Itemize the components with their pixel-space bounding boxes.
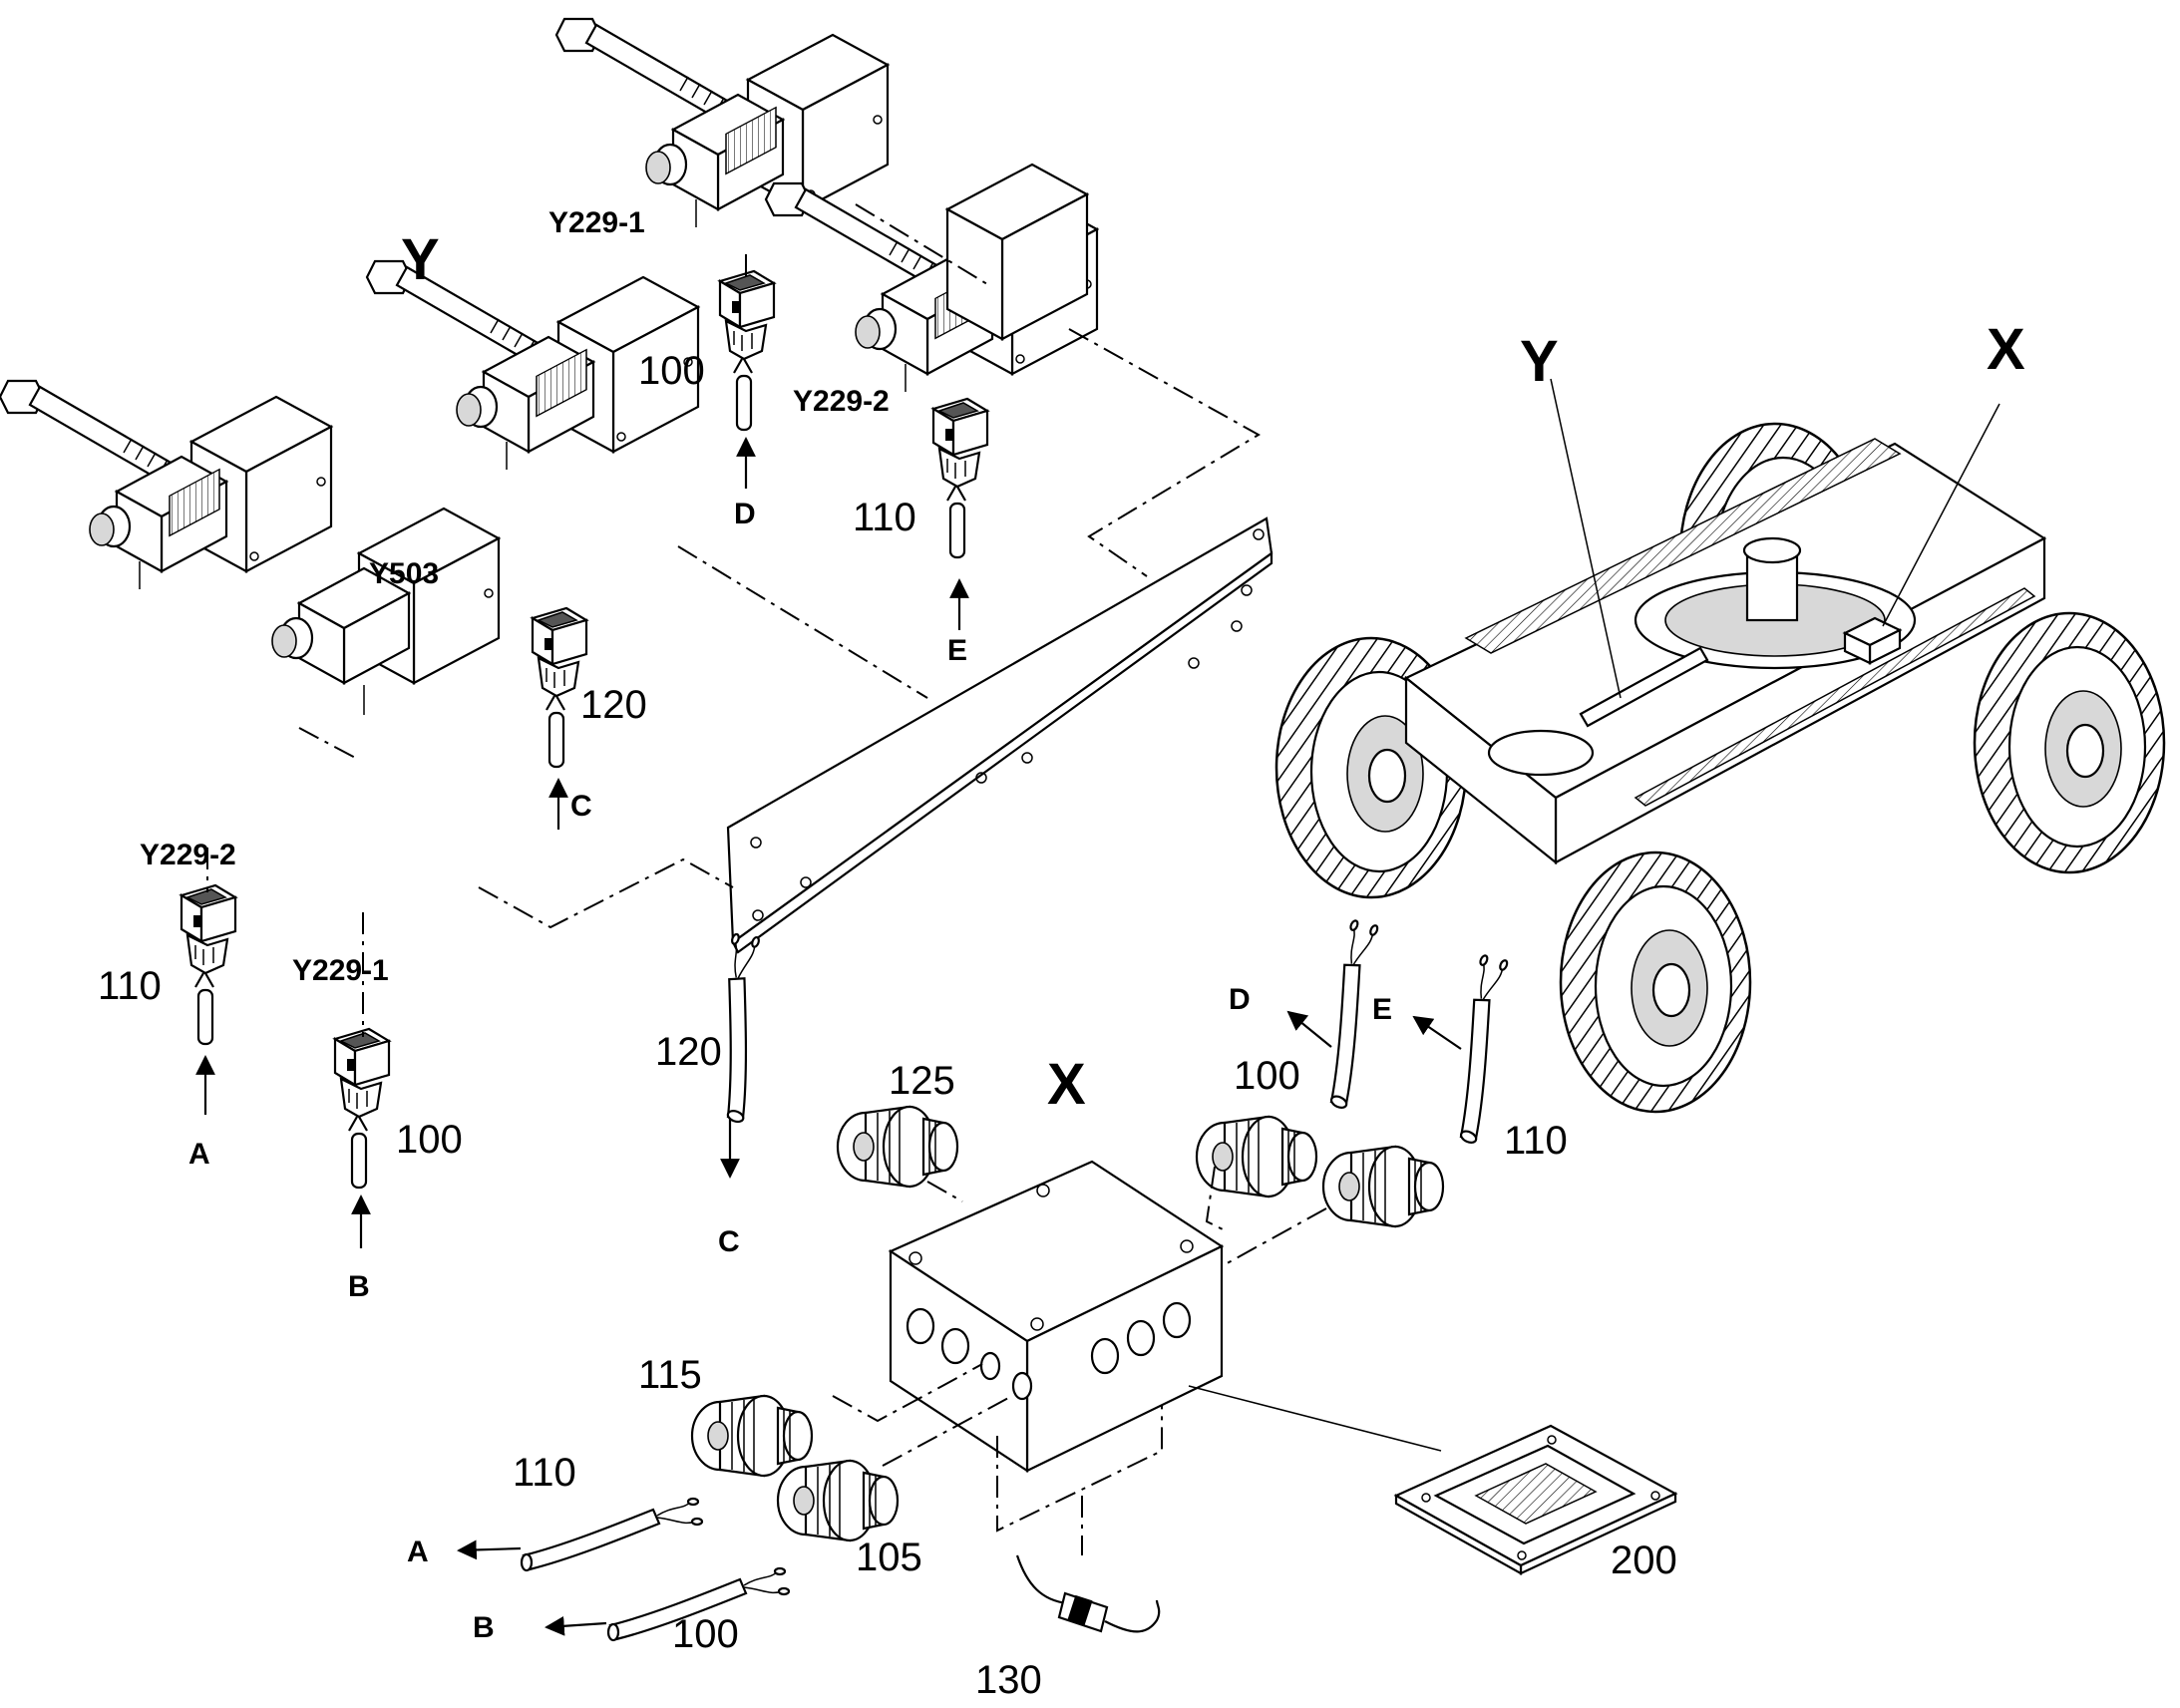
connection-letter: B (348, 1270, 370, 1303)
part-number: 110 (1504, 1119, 1568, 1163)
detail-x-title: X (1047, 1052, 1086, 1117)
gland-box-right-upper (1195, 1115, 1318, 1198)
plug-100-left (333, 1027, 391, 1190)
part-number: 110 (513, 1451, 576, 1495)
connection-letter: D (734, 498, 756, 530)
valve-label: Y229-1 (548, 206, 645, 239)
cable-110-box (1407, 949, 1552, 1147)
machine-y-label: Y (1520, 329, 1559, 394)
resistor-130 (1015, 1554, 1161, 1633)
circuit-board-200 (1188, 1385, 1678, 1575)
part-number: 110 (853, 496, 916, 539)
detail-y-valve-assemblies (0, 17, 1273, 1248)
valve-label: Y503 (369, 557, 439, 590)
plug-100-top (718, 269, 776, 432)
part-number: 100 (638, 349, 705, 393)
detail-y-title: Y (401, 227, 440, 292)
gland-125 (836, 1105, 959, 1189)
valve-label: Y229-2 (793, 385, 890, 418)
connection-letter: B (473, 1611, 495, 1644)
part-number: 125 (889, 1059, 955, 1103)
gland-115 (690, 1394, 814, 1478)
connection-letter: C (570, 790, 592, 823)
valve-y229-2-left (0, 379, 333, 591)
machine-overview (1274, 378, 2166, 1114)
cable-110-low (520, 1497, 704, 1572)
part-number: 200 (1611, 1538, 1677, 1582)
gland-box-right-lower (1321, 1145, 1445, 1228)
connection-letter: E (1372, 993, 1392, 1026)
part-number: 100 (1234, 1054, 1300, 1098)
plug-110-top (931, 397, 989, 559)
plug-110-left (180, 883, 237, 1046)
valve-label: Y229-2 (140, 839, 236, 871)
connection-letter: A (407, 1536, 429, 1568)
part-number: 110 (98, 964, 162, 1008)
detail-x-junction-box (457, 914, 1678, 1642)
part-number: 100 (396, 1118, 463, 1162)
part-number: 115 (638, 1353, 702, 1397)
connection-letter: A (188, 1138, 210, 1171)
machine-x-label: X (1987, 317, 2025, 382)
part-number: 105 (856, 1536, 922, 1579)
part-number: 130 (975, 1658, 1042, 1702)
cable-100-box (1277, 914, 1422, 1112)
part-number: 120 (655, 1030, 722, 1074)
valve-label: Y229-1 (292, 954, 389, 987)
part-number: 100 (672, 1612, 739, 1656)
plug-120-mid (531, 606, 588, 769)
connection-letter: D (1229, 983, 1251, 1016)
gland-105 (776, 1459, 900, 1542)
labels: Y X Y X Y229-1 Y229-2 Y503 Y229-2 Y229-1… (98, 206, 2025, 1702)
part-number: 120 (580, 683, 647, 727)
connection-letter: C (718, 1225, 740, 1258)
connection-letter: E (947, 634, 967, 667)
valve-y229-1-left (271, 507, 502, 715)
valve-y229-1-top (554, 17, 890, 229)
cable-120 (672, 928, 805, 1126)
machine-valve-plate (1579, 646, 1709, 728)
